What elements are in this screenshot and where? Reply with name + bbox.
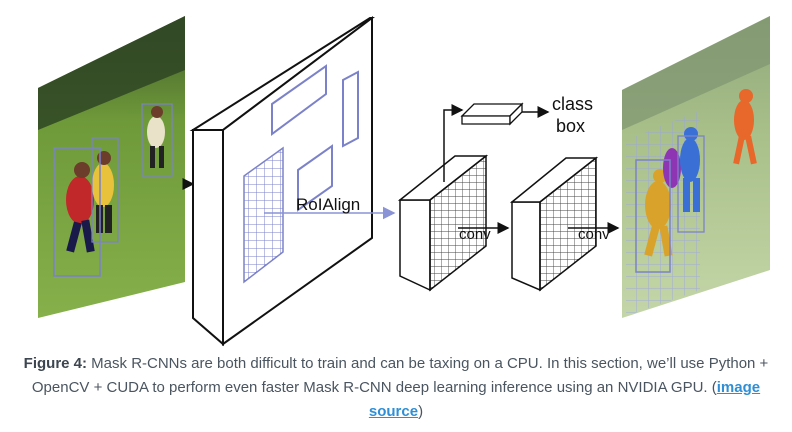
feature-map-block: [189, 15, 375, 347]
roi-proposal: [271, 64, 327, 136]
roi-proposal: [297, 144, 333, 212]
box-label: box: [556, 116, 585, 136]
input-image: [38, 16, 185, 318]
class-label: class: [552, 94, 593, 114]
conv-block: [509, 156, 599, 292]
image-source-link[interactable]: image source: [368, 379, 761, 420]
caption-text: Mask R-CNNs are both difficult to train …: [31, 355, 769, 396]
detection-box: [677, 135, 705, 233]
roi-grid: [243, 146, 284, 284]
roi-feature-block: [397, 154, 489, 292]
detection-box: [91, 137, 119, 243]
fc-block: [460, 102, 524, 126]
detection-box: [141, 103, 173, 177]
mask-rcnn-diagram: RoIAlign class box conv conv: [38, 15, 770, 347]
output-image: [622, 16, 770, 318]
roialign-label: RoIAlign: [296, 195, 360, 214]
detection-box: [53, 147, 101, 277]
detection-box: [635, 159, 671, 273]
figure-label: Figure 4:: [23, 355, 88, 372]
figure-caption: Figure 4: Mask R-CNNs are both difficult…: [20, 352, 772, 424]
conv-label-2: conv: [578, 226, 610, 243]
roi-proposal: [342, 70, 359, 148]
head-arrow: [443, 104, 464, 182]
instance-masks: [644, 89, 757, 257]
caption-closing: ): [418, 403, 424, 420]
conv-label-1: conv: [459, 226, 491, 243]
